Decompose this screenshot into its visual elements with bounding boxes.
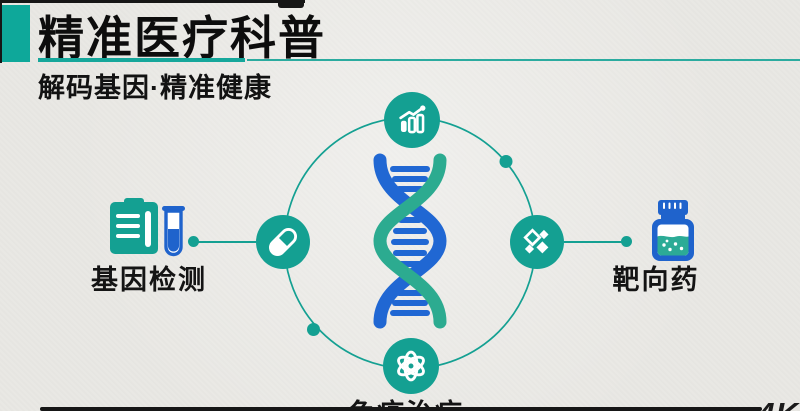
page-title: 精准医疗科普 bbox=[38, 12, 326, 64]
orbit-dot-lower-left bbox=[307, 323, 320, 336]
watermark-4k: 4K bbox=[757, 396, 799, 411]
dna-double-helix-icon bbox=[373, 153, 447, 329]
frame-edge-artifact-left bbox=[0, 0, 2, 63]
bar-chart-growth-icon bbox=[399, 105, 426, 134]
frame-edge-artifact-top bbox=[0, 0, 305, 3]
node-bottom-immunotherapy bbox=[383, 338, 439, 394]
medicine-bottle-icon bbox=[652, 200, 694, 261]
dna-teal-strand bbox=[373, 153, 447, 329]
title-underline-extension bbox=[247, 59, 800, 61]
test-tube-icon bbox=[162, 206, 185, 257]
node-left-medication bbox=[256, 215, 310, 269]
left-connector-dot bbox=[188, 236, 199, 247]
label-targeted-drug: 靶向药 bbox=[612, 265, 700, 295]
molecule-diamonds-icon bbox=[523, 228, 549, 254]
clipboard-test-tube-icon bbox=[110, 198, 185, 257]
frame-edge-artifact-bottom bbox=[40, 407, 762, 411]
orbit-dot-upper-right bbox=[499, 155, 513, 168]
dna-blue-strand bbox=[373, 153, 447, 329]
node-top-statistics bbox=[384, 92, 440, 148]
page-subtitle: 解码基因·精准健康 bbox=[38, 73, 272, 103]
node-right-targeted-therapy bbox=[510, 215, 564, 269]
capsule-pill-icon bbox=[268, 227, 298, 257]
right-connector-line bbox=[564, 241, 622, 243]
left-connector-line bbox=[198, 241, 256, 243]
atom-icon bbox=[397, 350, 425, 382]
title-accent-bar bbox=[2, 5, 30, 62]
right-connector-dot bbox=[621, 236, 632, 247]
title-underline bbox=[38, 58, 245, 62]
frame-edge-artifact-top-blob bbox=[278, 0, 304, 8]
label-gene-testing: 基因检测 bbox=[91, 265, 207, 295]
